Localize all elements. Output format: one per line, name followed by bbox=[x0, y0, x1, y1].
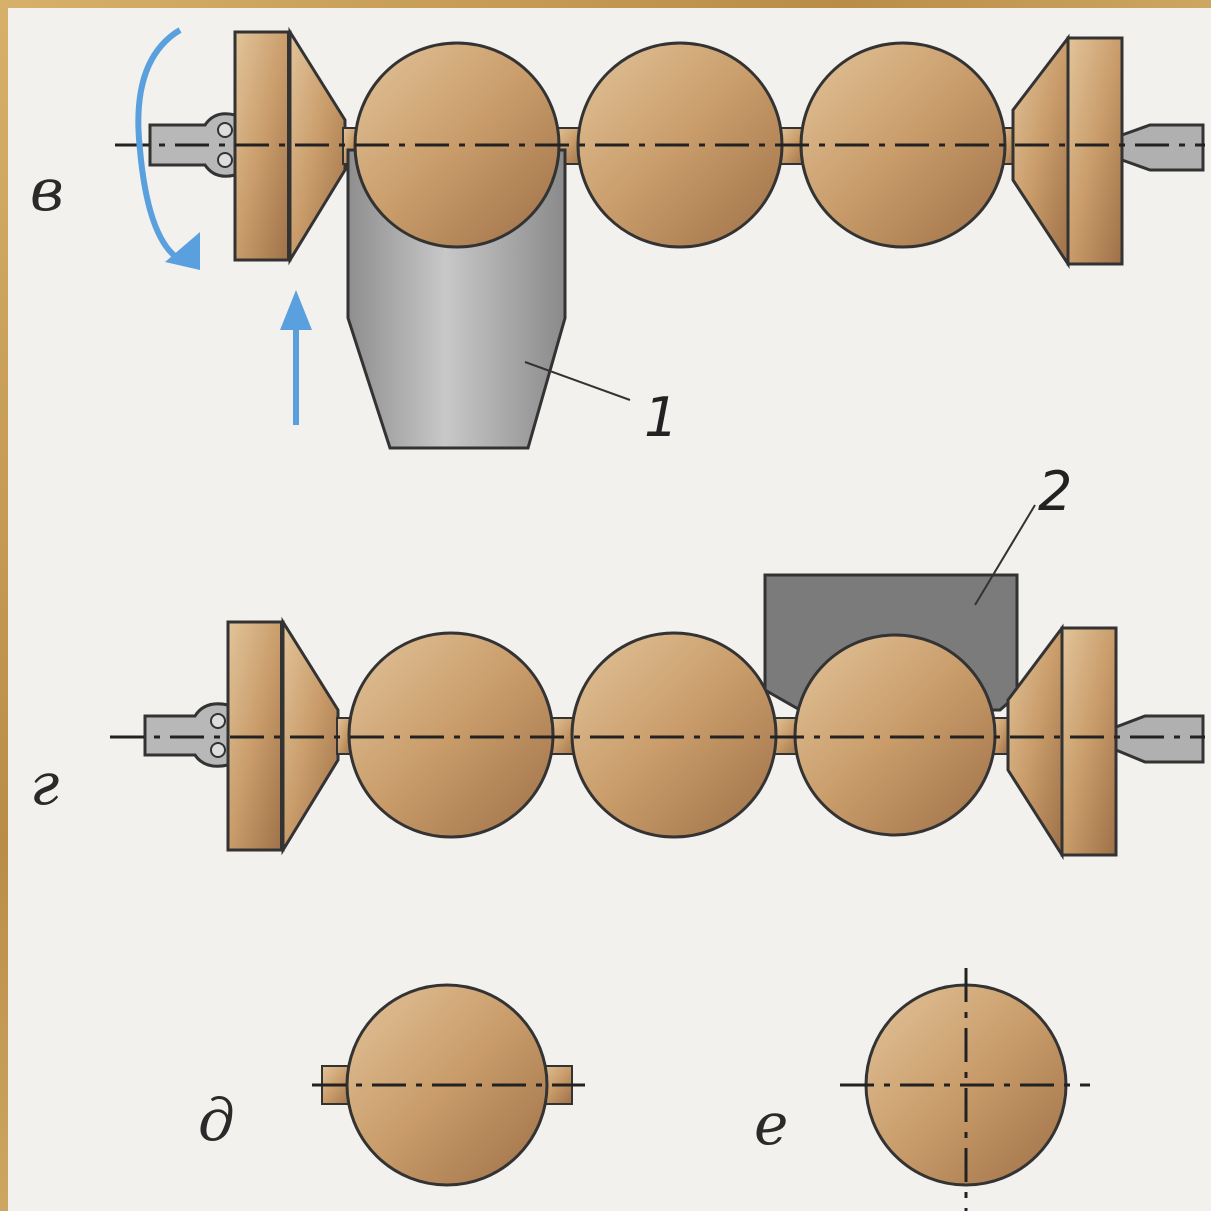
row-v bbox=[115, 26, 1205, 450]
bead bbox=[570, 631, 778, 839]
callout-2: 2 bbox=[1038, 460, 1073, 523]
right-cone-g bbox=[1006, 623, 1118, 861]
leader-line-1 bbox=[524, 361, 631, 401]
diagram-panel: в г д е 1 2 bbox=[8, 8, 1211, 1211]
right-center-v bbox=[1120, 123, 1205, 172]
bead-d bbox=[312, 983, 585, 1187]
label-v: в bbox=[30, 156, 64, 224]
right-cone-v bbox=[1011, 33, 1124, 270]
bead bbox=[793, 633, 997, 837]
feed-arrow bbox=[280, 290, 312, 425]
bead-e bbox=[840, 968, 1090, 1211]
callout-1: 1 bbox=[644, 386, 679, 449]
turning-diagram bbox=[110, 26, 1205, 1211]
label-g: г bbox=[30, 750, 60, 818]
label-e: е bbox=[754, 1090, 789, 1158]
rotation-arrow bbox=[135, 27, 200, 270]
label-d: д bbox=[198, 1086, 235, 1154]
leader-line-2 bbox=[974, 504, 1036, 606]
row-g bbox=[110, 504, 1205, 861]
right-center-g bbox=[1114, 714, 1205, 764]
left-chuck-g bbox=[143, 702, 230, 768]
bead bbox=[347, 631, 555, 839]
